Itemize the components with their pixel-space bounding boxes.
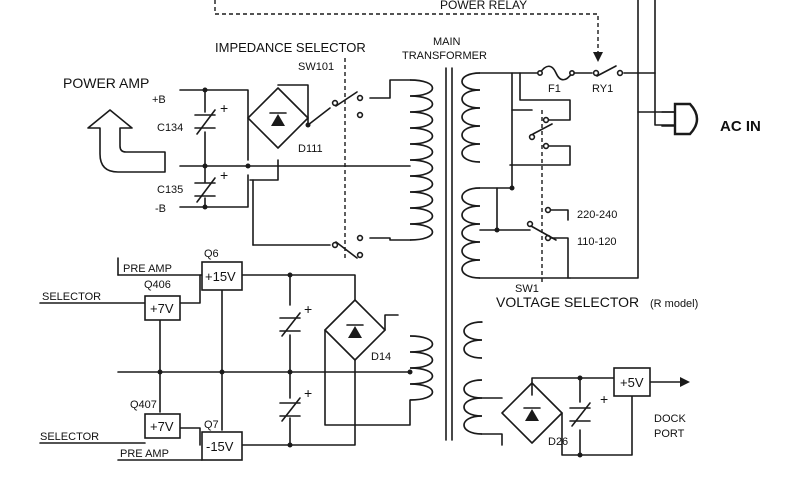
f1-label: F1 (548, 83, 561, 95)
reg-plus5-label: +5V (620, 375, 644, 390)
q6-label: Q6 (204, 248, 219, 260)
power-amp-wiring (179, 79, 411, 246)
reg-minus15-label: -15V (206, 439, 234, 454)
power-relay-label: POWER RELAY (440, 0, 527, 12)
power-amp-arrow-icon (87, 109, 166, 173)
voltage-selector-label: VOLTAGE SELECTOR (496, 294, 639, 310)
c135-label: C135 (157, 184, 183, 196)
minus-b-label: -B (155, 203, 166, 215)
voltage-selector-switch-sw1 (494, 110, 557, 282)
pre-amp-top-label: PRE AMP (123, 263, 172, 275)
power-amp-label: POWER AMP (63, 75, 149, 91)
q406-label: Q406 (144, 279, 171, 291)
preamp-wiring (39, 257, 413, 461)
regulator-minus15v (201, 431, 243, 461)
dock-port-label-line2: PORT (654, 428, 685, 440)
impedance-selector-label: IMPEDANCE SELECTOR (215, 40, 366, 55)
bridge-rectifier-d14 (324, 299, 386, 361)
relay-switch-ry1 (592, 65, 624, 77)
sw1-label: SW1 (515, 283, 539, 295)
regulator-plus15v (201, 261, 243, 291)
capacitor-c134 (194, 109, 216, 135)
capacitor-dock (569, 402, 591, 427)
r-model-label: (R model) (650, 298, 698, 310)
dock-output-arrow-icon (680, 377, 690, 387)
regulator-plus7v-bottom (144, 413, 181, 439)
fuse-f1 (511, 65, 593, 81)
regulator-plus5v (613, 367, 651, 397)
transformer-core (445, 67, 453, 441)
main-transformer-label-line1: MAIN (433, 36, 461, 48)
reg-plus15-label: +15V (205, 269, 236, 284)
regulator-plus7v-top (144, 295, 181, 321)
ry1-label: RY1 (592, 83, 613, 95)
ac-plug-icon (661, 102, 699, 136)
dock-port-label-line1: DOCK (654, 413, 686, 425)
dock-supply-wiring (481, 321, 681, 458)
capacitor-preamp-bottom (279, 397, 301, 422)
power-relay-control-line (214, 0, 603, 62)
v110-120-label: 110-120 (577, 236, 617, 248)
primary-wiring (479, 72, 571, 279)
plus-b-label: +B (152, 94, 166, 106)
bridge-rectifier-d26 (501, 382, 563, 444)
reg-plus7-top-label: +7V (150, 301, 174, 316)
selector-bottom-label: SELECTOR (40, 431, 99, 443)
c134-plus: + (220, 100, 228, 116)
main-transformer-label-line2: TRANSFORMER (402, 50, 487, 62)
cap-dock-plus: + (600, 391, 608, 407)
c135-plus: + (220, 167, 228, 183)
impedance-switch-sw101 (331, 91, 364, 259)
capacitor-preamp-top (279, 312, 301, 337)
transformer-primary-winding (461, 72, 483, 435)
bridge-rectifier-d111 (247, 87, 309, 149)
q7-label: Q7 (204, 419, 219, 431)
q407-label: Q407 (130, 399, 157, 411)
v220-240-label: 220-240 (577, 209, 617, 221)
reg-plus7-bottom-label: +7V (150, 419, 174, 434)
pre-amp-bottom-label: PRE AMP (120, 448, 169, 460)
ac-in-label: AC IN (720, 118, 761, 135)
transformer-secondary-winding (409, 79, 434, 401)
sw101-label: SW101 (298, 61, 334, 73)
cap-bottom-plus: + (304, 385, 312, 401)
capacitor-c135 (194, 177, 216, 203)
d26-label: D26 (548, 436, 568, 448)
cap-top-plus: + (304, 301, 312, 317)
c134-label: C134 (157, 122, 183, 134)
d14-label: D14 (371, 351, 391, 363)
selector-top-label: SELECTOR (42, 291, 101, 303)
d111-label: D111 (298, 143, 323, 155)
